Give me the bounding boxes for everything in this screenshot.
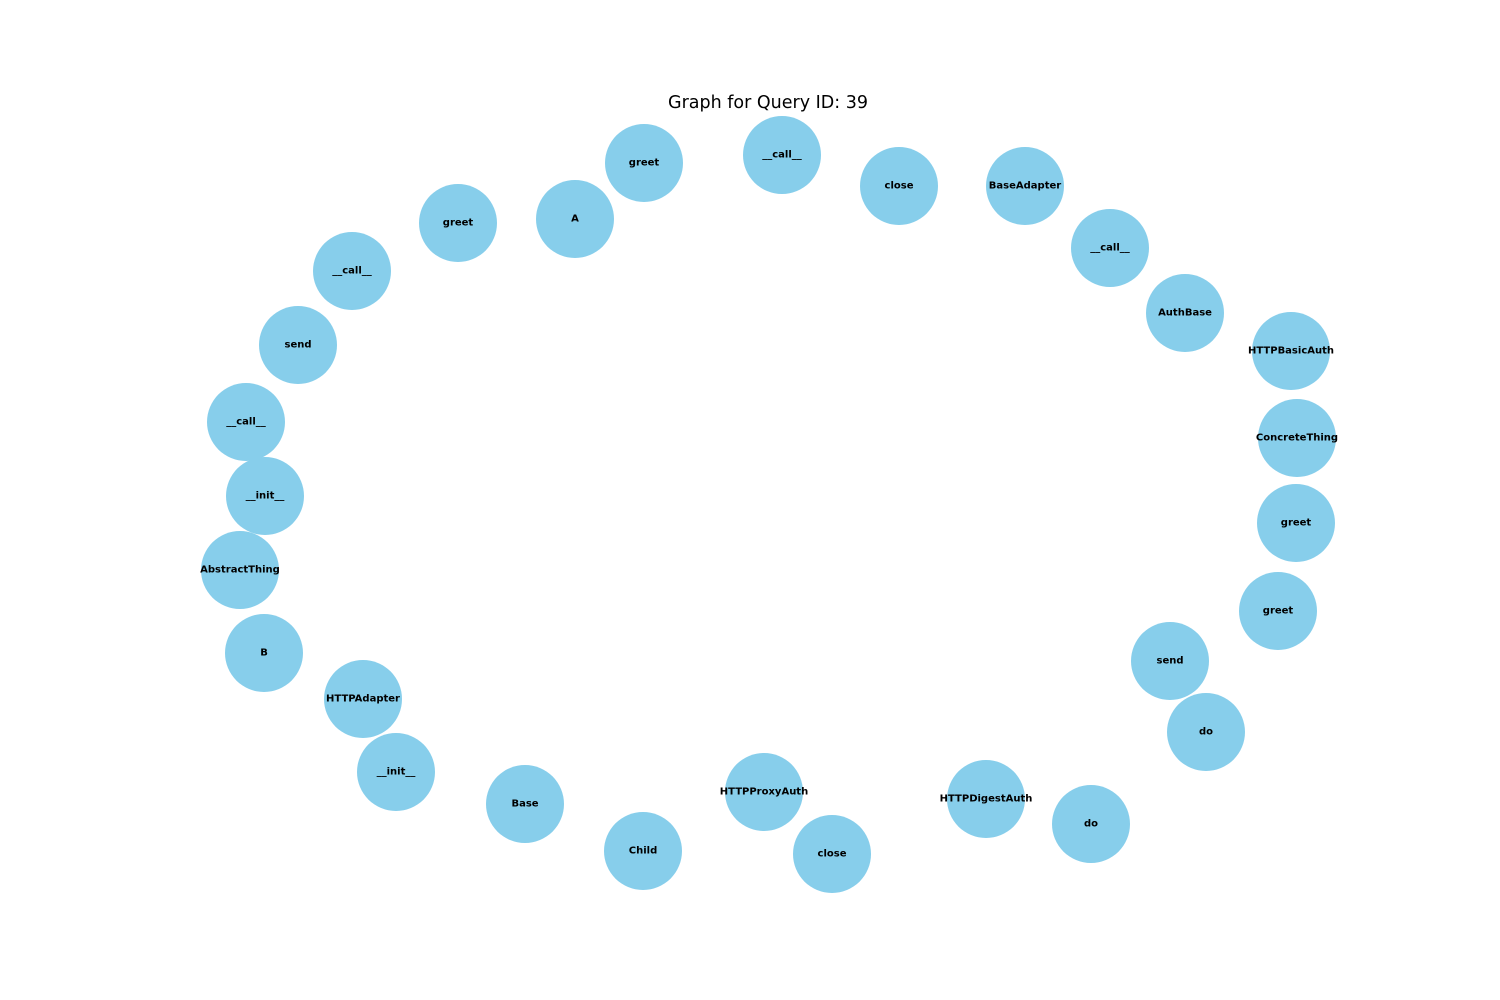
graph-node-greet: greet bbox=[419, 184, 497, 262]
graph-node-__init__: __init__ bbox=[357, 733, 435, 811]
graph-node-Child: Child bbox=[604, 812, 682, 890]
graph-node-greet: greet bbox=[1239, 572, 1317, 650]
graph-node-label: B bbox=[260, 647, 268, 659]
graph-node-send: send bbox=[1131, 622, 1209, 700]
graph-node-HTTPAdapter: HTTPAdapter bbox=[324, 660, 402, 738]
graph-node-label: Base bbox=[511, 798, 539, 810]
graph-node-label: A bbox=[571, 213, 579, 225]
graph-node-HTTPDigestAuth: HTTPDigestAuth bbox=[940, 760, 1032, 838]
graph-node-label: greet bbox=[1280, 517, 1312, 529]
graph-node-do: do bbox=[1167, 693, 1245, 771]
graph-node-label: Child bbox=[628, 845, 658, 857]
graph-node-label: __call__ bbox=[762, 149, 802, 161]
graph-node-label: HTTPDigestAuth bbox=[939, 793, 1033, 805]
graph-node-close: close bbox=[860, 147, 938, 225]
graph-node-label: HTTPBasicAuth bbox=[1247, 345, 1335, 357]
graph-node-label: send bbox=[1156, 655, 1184, 667]
graph-node-label: HTTPAdapter bbox=[326, 693, 400, 705]
graph-node-label: do bbox=[1198, 726, 1214, 738]
graph-node-A: A bbox=[536, 180, 614, 258]
graph-node-BaseAdapter: BaseAdapter bbox=[986, 147, 1064, 225]
graph-node-label: AuthBase bbox=[1158, 307, 1212, 319]
graph-node-label: ConcreteThing bbox=[1255, 432, 1339, 444]
graph-node-label: HTTPProxyAuth bbox=[719, 786, 809, 798]
graph-node-label: AbstractThing bbox=[200, 564, 280, 576]
graph-node-label: __init__ bbox=[245, 490, 285, 502]
graph-node-ConcreteThing: ConcreteThing bbox=[1255, 399, 1339, 477]
chart-title: Graph for Query ID: 39 bbox=[668, 93, 868, 113]
graph-node-label: __init__ bbox=[376, 766, 416, 778]
graph-node-greet: greet bbox=[1257, 484, 1335, 562]
graph-node-greet: greet bbox=[605, 124, 683, 202]
graph-node-label: greet bbox=[442, 217, 474, 229]
graph-node-label: __call__ bbox=[332, 265, 372, 277]
graph-node-Base: Base bbox=[486, 765, 564, 843]
graph-node-label: close bbox=[817, 848, 847, 860]
graph-node-__call__: __call__ bbox=[207, 383, 285, 461]
graph-node-do: do bbox=[1052, 785, 1130, 863]
graph-node-label: __call__ bbox=[1090, 242, 1130, 254]
graph-node-label: send bbox=[284, 339, 312, 351]
graph-node-__call__: __call__ bbox=[313, 232, 391, 310]
graph-node-AbstractThing: AbstractThing bbox=[200, 531, 280, 609]
graph-node-label: greet bbox=[1262, 605, 1294, 617]
graph-node-HTTPBasicAuth: HTTPBasicAuth bbox=[1248, 312, 1334, 390]
graph-node-__call__: __call__ bbox=[743, 116, 821, 194]
graph-node-label: close bbox=[884, 180, 914, 192]
graph-node-send: send bbox=[259, 306, 337, 384]
graph-node-label: BaseAdapter bbox=[988, 180, 1062, 192]
graph-node-__call__: __call__ bbox=[1071, 209, 1149, 287]
graph-node-__init__: __init__ bbox=[226, 457, 304, 535]
graph-node-AuthBase: AuthBase bbox=[1146, 274, 1224, 352]
graph-node-label: __call__ bbox=[226, 416, 266, 428]
graph-node-label: do bbox=[1083, 818, 1099, 830]
graph-node-B: B bbox=[225, 614, 303, 692]
graph-node-label: greet bbox=[628, 157, 660, 169]
graph-node-HTTPProxyAuth: HTTPProxyAuth bbox=[720, 753, 808, 831]
graph-node-close: close bbox=[793, 815, 871, 893]
